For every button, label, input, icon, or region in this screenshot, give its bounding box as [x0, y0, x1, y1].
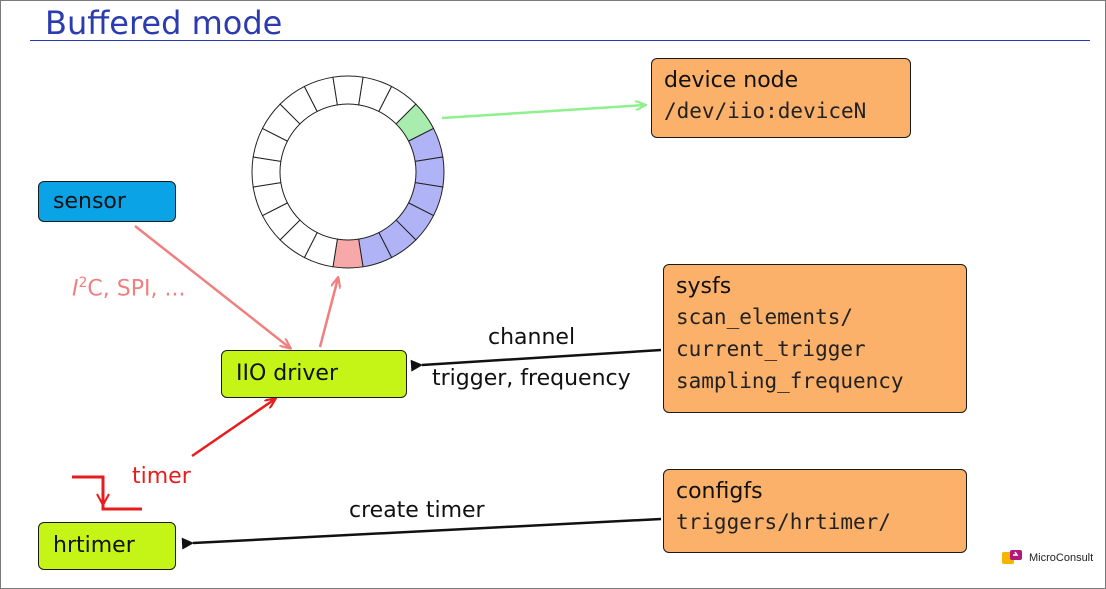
sysfs-line-scan-elements: scan_elements/ — [676, 305, 854, 329]
sysfs-heading: sysfs — [676, 274, 732, 299]
bus-label: I2C, SPI, ... — [72, 275, 185, 301]
device-node-heading: device node — [664, 68, 799, 93]
microconsult-logo-icon — [1002, 550, 1022, 564]
iio-driver-box: IIO driver — [221, 350, 407, 398]
device-node-path: /dev/iio:deviceN — [664, 99, 867, 123]
page-title: Buffered mode — [45, 4, 283, 42]
ring-segment — [332, 75, 364, 106]
hrtimer-box: hrtimer — [38, 522, 176, 570]
sensor-box: sensor — [38, 181, 176, 222]
trigger-frequency-label: trigger, frequency — [432, 366, 631, 391]
configfs-box: configfs triggers/hrtimer/ — [663, 469, 967, 553]
arrow-sensor-to-driver — [134, 225, 290, 348]
ring-segment — [332, 238, 364, 269]
configfs-heading: configfs — [676, 479, 763, 504]
timer-pulse-icon — [72, 475, 142, 511]
bus-label-sup: 2 — [78, 275, 88, 291]
arrow-sysfs-to-driver — [410, 348, 662, 372]
title-underline — [30, 40, 1090, 41]
sysfs-line-sampling-frequency: sampling_frequency — [676, 369, 904, 393]
configfs-line-hrtimer: triggers/hrtimer/ — [676, 510, 891, 534]
timer-label: timer — [132, 464, 191, 489]
arrow-timer-to-driver — [191, 399, 275, 458]
sysfs-box: sysfs scan_elements/ current_trigger sam… — [663, 264, 967, 413]
ring-segment — [251, 156, 282, 188]
ring-buffer — [251, 75, 445, 269]
device-node-box: device node /dev/iio:deviceN — [651, 58, 911, 138]
microconsult-logo-text: MicroConsult — [1029, 552, 1094, 564]
create-timer-label: create timer — [349, 498, 485, 523]
arrow-ring-to-device-node — [441, 105, 645, 120]
timer-pulse-arrow-icon — [96, 493, 110, 508]
sysfs-line-current-trigger: current_trigger — [676, 337, 866, 361]
bus-label-rest: C, SPI, ... — [87, 276, 186, 302]
bus-label-i: I — [72, 276, 79, 302]
microconsult-logo: MicroConsult — [1001, 549, 1093, 567]
sensor-label: sensor — [53, 188, 126, 214]
ring-segment — [414, 156, 445, 188]
channel-label: channel — [488, 325, 576, 350]
arrow-configfs-to-hrtimer — [181, 517, 662, 550]
arrow-driver-to-ring — [318, 278, 338, 348]
hrtimer-label: hrtimer — [53, 533, 135, 558]
iio-driver-label: IIO driver — [236, 361, 339, 386]
